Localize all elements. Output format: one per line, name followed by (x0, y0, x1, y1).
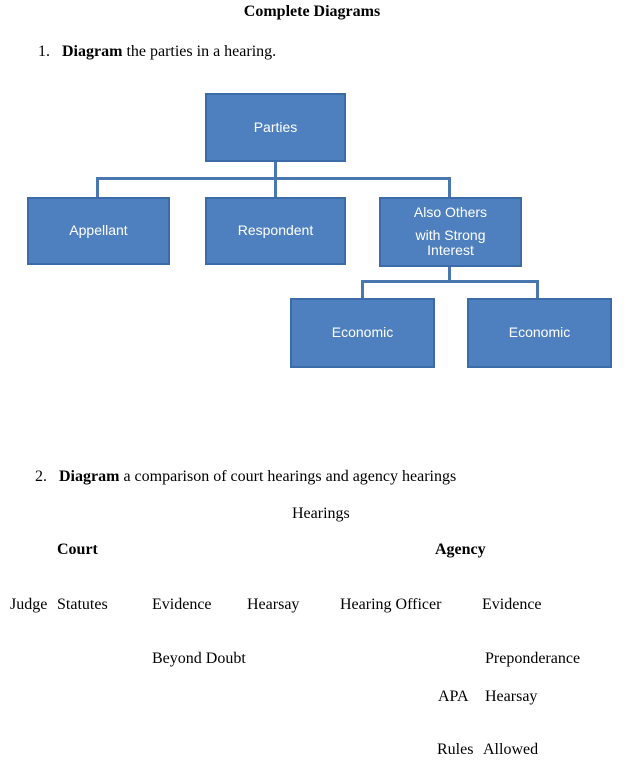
comparison-item-allowed: Allowed (483, 741, 539, 758)
comparison-item-hearing-officer: Hearing Officer (340, 596, 442, 613)
comparison-item-evidence-court: Evidence (152, 596, 212, 613)
question-2-text: a comparison of court hearings and agenc… (119, 468, 457, 485)
org-node-economic-right: Economic (467, 298, 612, 368)
org-node-parties: Parties (205, 93, 346, 162)
connector-level3-rail (361, 280, 539, 283)
connector-root-stub (274, 162, 277, 179)
connector-drop-respondent (274, 177, 277, 197)
question-1-verb: Diagram (62, 43, 123, 60)
page-title: Complete Diagrams (243, 3, 381, 20)
connector-drop-economic-left (361, 280, 364, 298)
question-2: 2. Diagram a comparison of court hearings… (35, 468, 456, 486)
comparison-branch-agency: Agency (435, 541, 486, 558)
question-2-number: 2. (35, 468, 47, 485)
question-1: 1. Diagram the parties in a hearing. (38, 43, 276, 61)
comparison-item-hearsay-agency: Hearsay (485, 688, 538, 705)
connector-drop-appellant (96, 177, 99, 197)
comparison-item-statutes: Statutes (57, 596, 108, 613)
comparison-root-hearings: Hearings (292, 505, 350, 522)
question-2-verb: Diagram (59, 468, 120, 485)
comparison-item-rules: Rules (437, 741, 474, 758)
comparison-item-judge: Judge (10, 596, 48, 613)
org-node-appellant: Appellant (27, 197, 170, 265)
org-node-appellant-label: Appellant (69, 222, 128, 239)
question-1-number: 1. (38, 43, 50, 60)
org-node-also-others-line2: with Strong (415, 226, 486, 243)
connector-drop-also-others (448, 177, 451, 197)
connector-also-others-stub (448, 267, 451, 282)
org-node-economic-right-label: Economic (508, 324, 571, 341)
question-1-text: the parties in a hearing. (122, 43, 277, 60)
org-node-economic-left-label: Economic (331, 324, 394, 341)
connector-level2-rail (96, 177, 451, 180)
org-node-also-others: Also Others with Strong Interest (379, 197, 522, 267)
comparison-item-preponderance: Preponderance (485, 650, 581, 667)
comparison-item-hearsay-court: Hearsay (247, 596, 300, 613)
comparison-branch-court: Court (57, 541, 98, 558)
org-node-economic-left: Economic (290, 298, 435, 368)
org-node-parties-label: Parties (253, 118, 298, 135)
comparison-item-beyond-doubt: Beyond Doubt (152, 650, 246, 667)
org-node-respondent-label: Respondent (237, 222, 314, 239)
comparison-item-evidence-agency: Evidence (482, 596, 542, 613)
org-node-also-others-line1: Also Others (413, 204, 488, 221)
comparison-item-apa: APA (438, 688, 469, 705)
org-node-respondent: Respondent (205, 197, 346, 265)
org-node-also-others-line3: Interest (427, 242, 474, 259)
connector-drop-economic-right (536, 280, 539, 298)
